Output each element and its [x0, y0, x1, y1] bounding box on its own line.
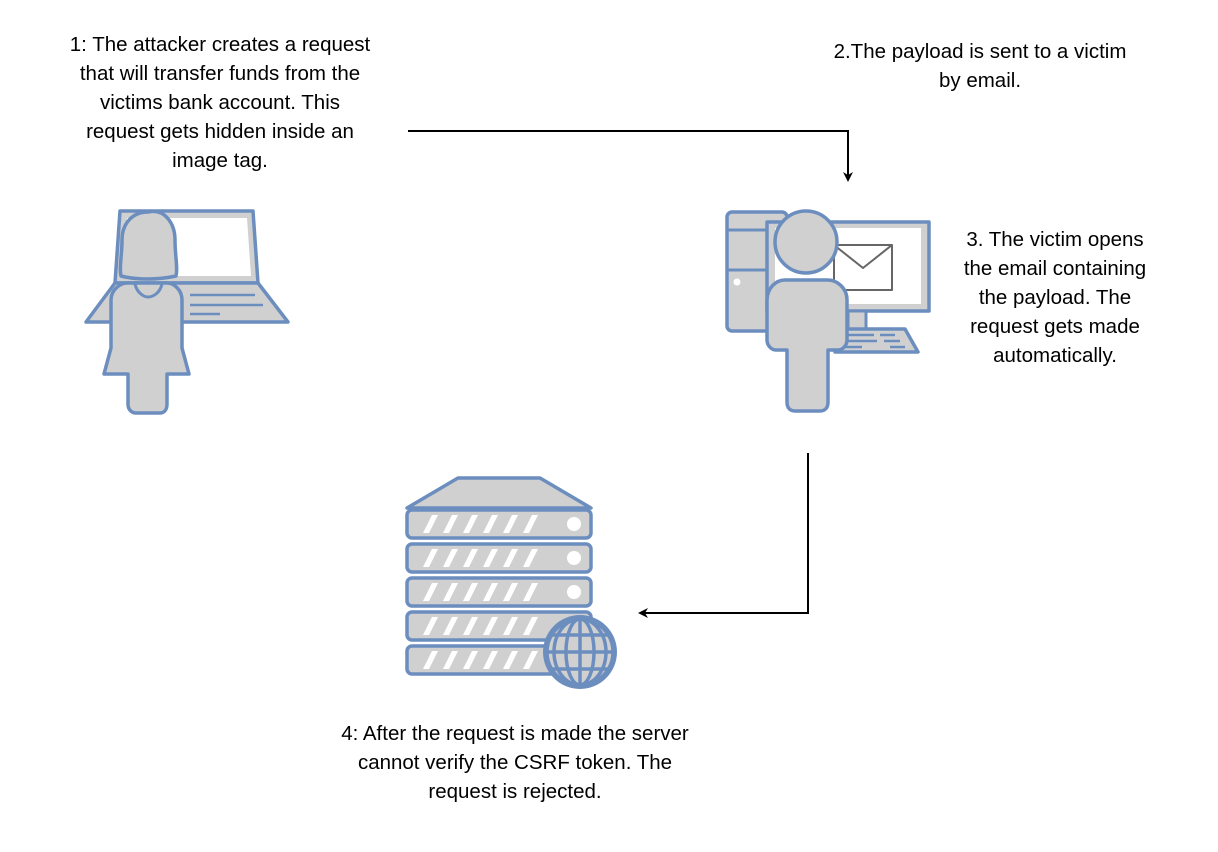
vent-slot — [463, 617, 478, 635]
server-unit — [405, 576, 593, 608]
vent-slot — [483, 515, 498, 533]
vent-slot — [423, 583, 438, 601]
server-top — [405, 476, 593, 510]
vent-slot — [463, 549, 478, 567]
vent-slot — [423, 515, 438, 533]
step-4-label: 4: After the request is made the server … — [341, 722, 689, 803]
edge-attacker-to-victim[interactable] — [408, 130, 853, 182]
vent-slot — [443, 583, 458, 601]
status-light — [567, 551, 581, 565]
vent-slot — [523, 549, 538, 567]
status-light — [567, 517, 581, 531]
server-unit — [405, 542, 593, 574]
vent-slot — [463, 651, 478, 669]
vent-slot — [463, 583, 478, 601]
vent-slot — [503, 651, 518, 669]
vent-slot — [443, 651, 458, 669]
server-unit — [405, 508, 593, 540]
woman-with-laptop-icon — [84, 209, 290, 415]
vent-slot — [463, 515, 478, 533]
vent-slot — [483, 583, 498, 601]
status-light — [567, 585, 581, 599]
envelope-icon — [833, 244, 893, 291]
vent-slot — [483, 651, 498, 669]
edge-victim-to-server[interactable] — [638, 453, 809, 618]
woman-head — [118, 209, 179, 281]
vent-slot — [523, 583, 538, 601]
vent-slot — [503, 583, 518, 601]
vent-slot — [503, 549, 518, 567]
step-2-label: 2.The payload is sent to a victim by ema… — [833, 40, 1127, 92]
vent-slot — [423, 617, 438, 635]
globe-icon — [543, 615, 617, 689]
vent-slot — [443, 549, 458, 567]
arrow-line[interactable] — [638, 453, 809, 618]
vent-slot — [483, 549, 498, 567]
vent-slot — [443, 515, 458, 533]
person-body — [765, 278, 849, 413]
server-units — [405, 508, 593, 676]
vent-slot — [503, 515, 518, 533]
vent-slot — [423, 651, 438, 669]
web-server-icon — [405, 476, 617, 689]
arrow-line[interactable] — [408, 130, 853, 182]
person-head — [773, 209, 839, 275]
vent-slot — [503, 617, 518, 635]
vent-slot — [423, 549, 438, 567]
vent-slot — [443, 617, 458, 635]
vent-slot — [523, 617, 538, 635]
vent-slot — [483, 617, 498, 635]
vent-slot — [523, 651, 538, 669]
vent-slot — [523, 515, 538, 533]
woman-body — [102, 281, 191, 415]
step-1-label: 1: The attacker creates a request that w… — [69, 33, 371, 172]
user-at-workstation-with-email-icon — [725, 209, 931, 413]
step-3-label: 3. The victim opens the email containing… — [963, 228, 1147, 367]
